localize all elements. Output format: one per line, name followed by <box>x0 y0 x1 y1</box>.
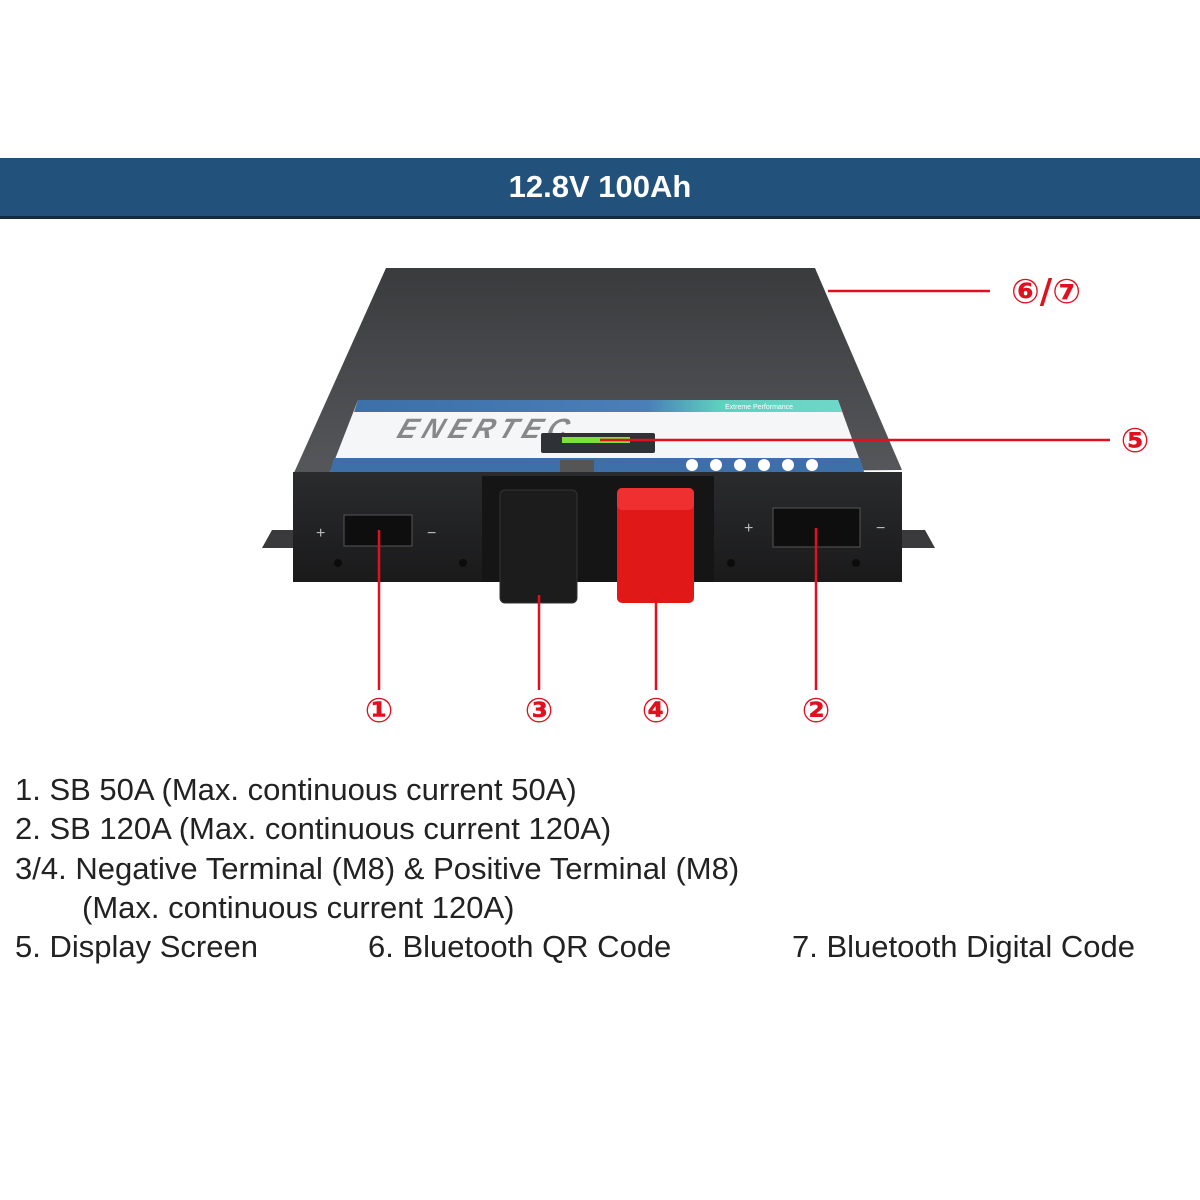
svg-text:−: − <box>876 520 885 537</box>
legend-item-3-4: 3/4. Negative Terminal (M8) & Positive T… <box>15 850 740 886</box>
legend-item-2: 2. SB 120A (Max. continuous current 120A… <box>15 811 612 847</box>
callout-6-7: ⑥/⑦ <box>1011 272 1081 312</box>
bluetooth-qr-code <box>560 460 594 472</box>
svg-text:+: + <box>316 525 325 542</box>
callout-2: ② <box>802 691 831 731</box>
positive-terminal-cap <box>617 488 694 603</box>
callout-4: ④ <box>642 691 671 731</box>
callout-3: ③ <box>525 691 554 731</box>
legend-item-7: 7. Bluetooth Digital Code <box>792 929 1135 965</box>
legend-item-3-4-note: (Max. continuous current 120A) <box>82 889 515 925</box>
mount-tab-left <box>262 530 300 548</box>
banner-title: 12.8V 100Ah <box>508 169 692 204</box>
svg-text:+: + <box>744 520 753 537</box>
title-banner: 12.8V 100Ah <box>0 158 1200 219</box>
legend-item-5: 5. Display Screen <box>15 929 258 965</box>
mount-tab-right <box>895 530 935 548</box>
callout-5: ⑤ <box>1121 421 1150 461</box>
svg-text:−: − <box>427 525 436 542</box>
legend-item-6: 6. Bluetooth QR Code <box>368 929 672 965</box>
label-slogan: Extreme Performance <box>725 404 793 411</box>
product-label: ENERTEC Extreme Performance <box>330 400 864 472</box>
negative-terminal-cap <box>499 489 578 604</box>
legend-list: 1. SB 50A (Max. continuous current 50A) … <box>15 770 1135 966</box>
callout-1: ① <box>365 691 394 731</box>
legend-item-1: 1. SB 50A (Max. continuous current 50A) <box>15 772 577 807</box>
